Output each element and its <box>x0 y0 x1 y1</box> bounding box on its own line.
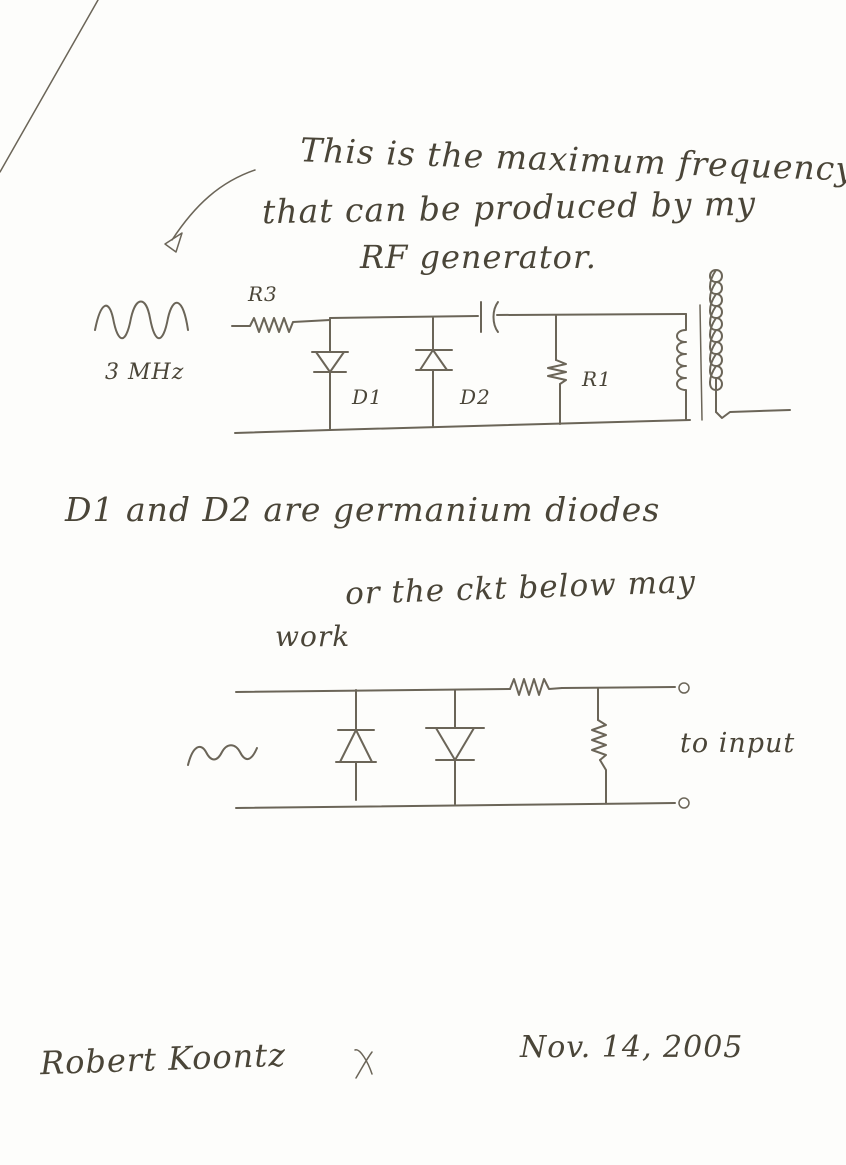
coupling-capacitor <box>480 301 499 333</box>
r3-resistor <box>231 317 331 333</box>
secondary-coil <box>709 269 723 413</box>
circuit2-source-waveform <box>187 744 258 766</box>
d2-diode <box>415 349 453 371</box>
circuit2-top-rail-right <box>561 686 676 689</box>
annotation-arrowhead <box>164 232 183 253</box>
transformer-core <box>699 304 703 421</box>
output-label: to input <box>680 728 796 759</box>
circuit1-top-rail <box>329 315 479 319</box>
circuit2-diode-b <box>425 727 485 761</box>
circuit2-shunt-resistor <box>591 719 607 761</box>
circuit2-shunt-wire <box>597 687 607 804</box>
d1-label: D1 <box>352 385 383 409</box>
circuit1-bottom-rail <box>234 419 691 434</box>
diode-statement: D1 and D2 are germanium diodes <box>65 490 661 529</box>
note-line-3: RF generator. <box>360 238 597 276</box>
circuit2-diode-a <box>335 729 377 763</box>
circuit2-series-resistor <box>509 678 563 696</box>
circuit2-bottom-rail <box>235 802 676 809</box>
r1-branch-wire <box>555 315 561 425</box>
alternative-line-2: work <box>275 620 351 653</box>
output-terminal-top <box>678 682 690 694</box>
d1-diode <box>311 351 349 373</box>
footer-mark-label: x2 <box>376 1050 400 1071</box>
circuit2-top-rail <box>235 688 511 693</box>
annotation-arrow <box>171 169 256 241</box>
source-waveform-3mhz <box>94 300 189 340</box>
circuit1-top-rail-right <box>496 313 687 316</box>
primary-coil <box>676 313 687 421</box>
output-terminal-bottom <box>678 797 690 809</box>
footer-mark-glyph <box>354 1049 373 1079</box>
d2-label: D2 <box>460 385 491 409</box>
source-frequency-label: 3 MHz <box>105 360 185 385</box>
secondary-output-wire <box>715 409 791 419</box>
footer-date: Nov. 14, 2005 <box>520 1030 744 1065</box>
paper-fold-line <box>0 0 99 173</box>
r1-resistor <box>547 359 567 385</box>
r3-label: R3 <box>248 282 278 306</box>
r1-label: R1 <box>582 367 612 391</box>
